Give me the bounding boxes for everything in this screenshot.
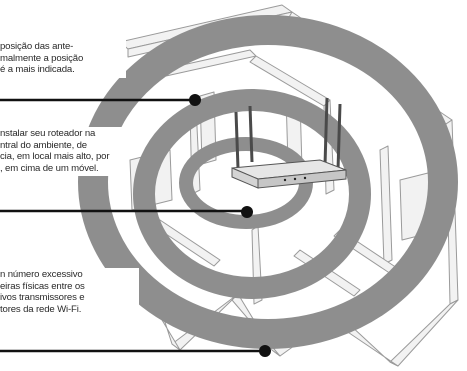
callout-pointers [0, 94, 271, 357]
router-icon [231, 97, 347, 189]
wall-inner-7 [379, 145, 393, 265]
pointer-dot-2 [241, 206, 253, 218]
router-led-1 [283, 178, 287, 182]
wall-bottom-right [389, 299, 459, 367]
callout-router-placement: nstalar seu roteador na ntral do ambient… [0, 127, 126, 177]
router-led-3 [303, 176, 307, 180]
router-antenna-4 [336, 103, 342, 171]
router-antenna-3 [323, 97, 329, 166]
router-led-2 [293, 177, 297, 181]
pointer-dot-1 [189, 94, 201, 106]
router-body-side [257, 169, 347, 189]
callout-antenna-position: posição das ante- malmente a posição é a… [0, 40, 126, 78]
signal-rings [78, 15, 458, 349]
router-antenna-1 [234, 111, 240, 169]
callout-physical-barriers: n número excessivo eiras físicas entre o… [0, 268, 139, 318]
signal-ring-outer [78, 15, 458, 349]
router-antenna-2 [248, 105, 254, 163]
signal-ring-middle [133, 89, 371, 299]
pointer-dot-3 [259, 345, 271, 357]
